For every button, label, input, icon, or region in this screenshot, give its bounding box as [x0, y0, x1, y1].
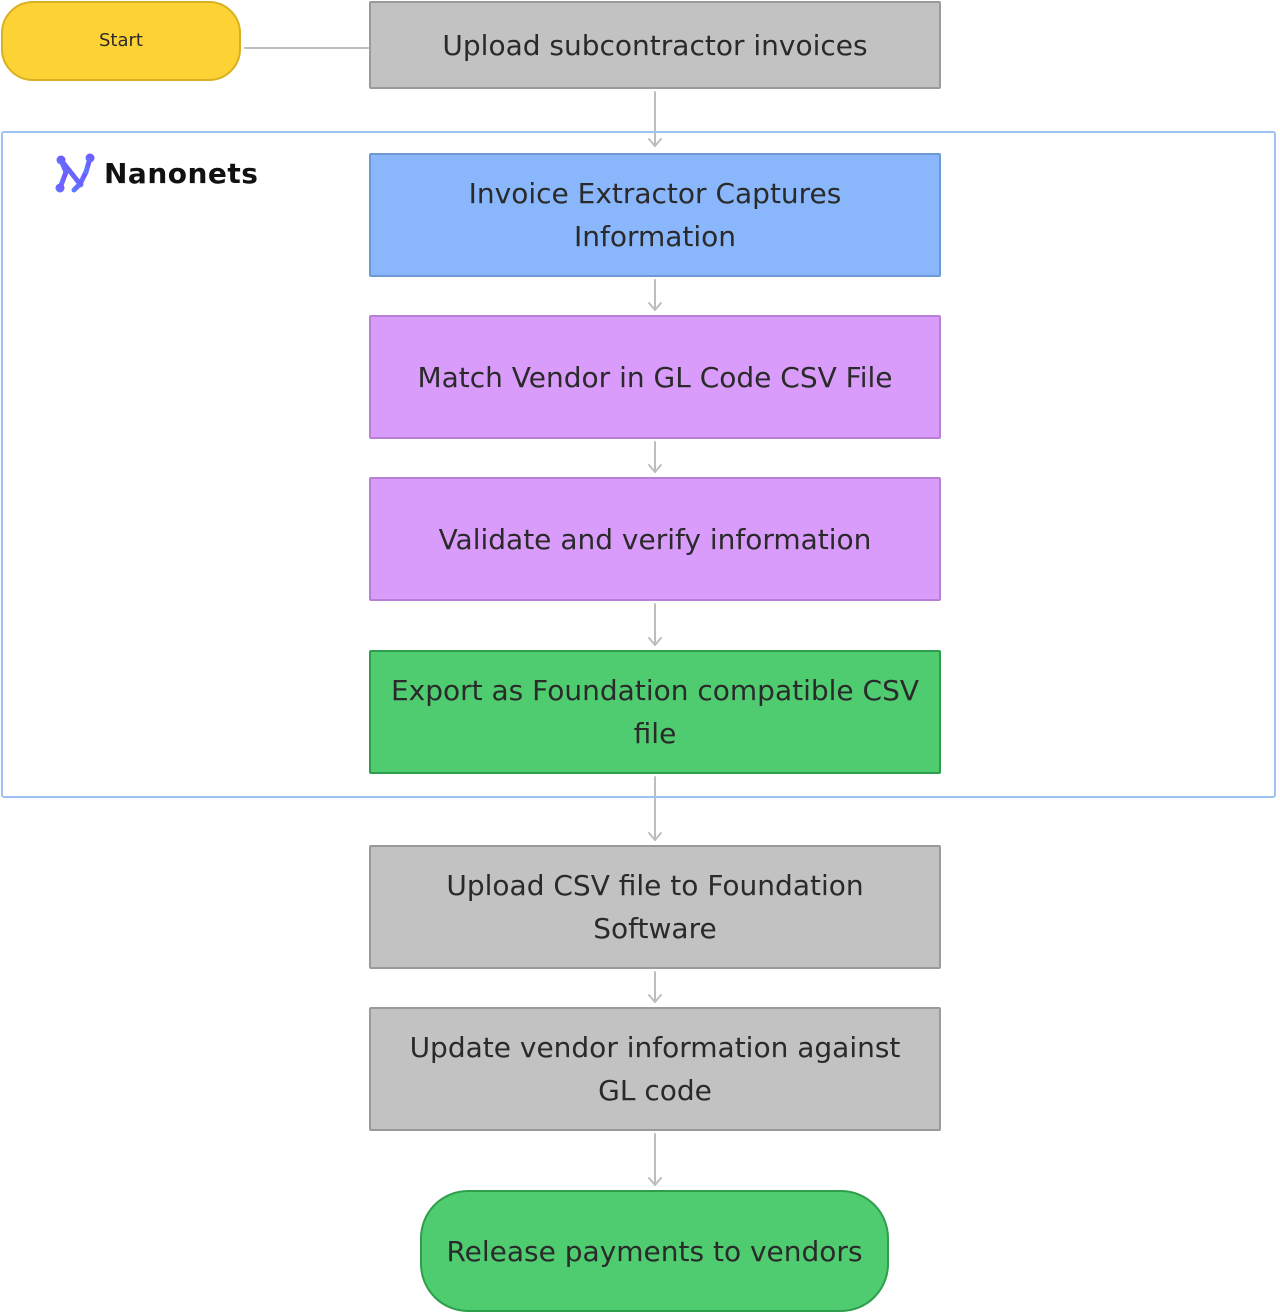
- nanonets-group-frame: [1, 131, 1276, 798]
- connector-match-to-validate: [648, 441, 662, 473]
- start-label: Start: [99, 30, 143, 51]
- connector-update-to-end: [648, 1133, 662, 1186]
- step-label: Upload subcontractor invoices: [442, 28, 868, 62]
- end-node: Release payments to vendors: [420, 1190, 889, 1312]
- connector-upload-to-extract: [648, 91, 662, 147]
- nanonets-brand: Nanonets: [52, 150, 258, 196]
- connector-csv-to-update: [648, 971, 662, 1003]
- step-label: Upload CSV file to Foundation Software: [446, 869, 864, 945]
- step-label: Match Vendor in GL Code CSV File: [417, 360, 893, 394]
- step-label: Export as Foundation compatible CSV file: [390, 674, 920, 750]
- connector-export-to-csv: [648, 776, 662, 841]
- step-label: Validate and verify information: [438, 522, 872, 556]
- step-label: Update vendor information against GL cod…: [409, 1031, 901, 1107]
- step-invoice-extractor: Invoice Extractor Captures Information: [369, 153, 941, 277]
- connector-extract-to-match: [648, 279, 662, 311]
- nanonets-logo-icon: [55, 153, 95, 193]
- step-label: Invoice Extractor Captures Information: [468, 177, 842, 253]
- end-label: Release payments to vendors: [446, 1234, 863, 1268]
- step-validate-information: Validate and verify information: [369, 477, 941, 601]
- step-upload-csv: Upload CSV file to Foundation Software: [369, 845, 941, 969]
- start-node: Start: [1, 1, 241, 81]
- brand-name: Nanonets: [104, 156, 259, 190]
- step-update-vendor: Update vendor information against GL cod…: [369, 1007, 941, 1131]
- connector-validate-to-export: [648, 603, 662, 646]
- step-export-csv: Export as Foundation compatible CSV file: [369, 650, 941, 774]
- step-match-vendor: Match Vendor in GL Code CSV File: [369, 315, 941, 439]
- step-upload-invoices: Upload subcontractor invoices: [369, 1, 941, 89]
